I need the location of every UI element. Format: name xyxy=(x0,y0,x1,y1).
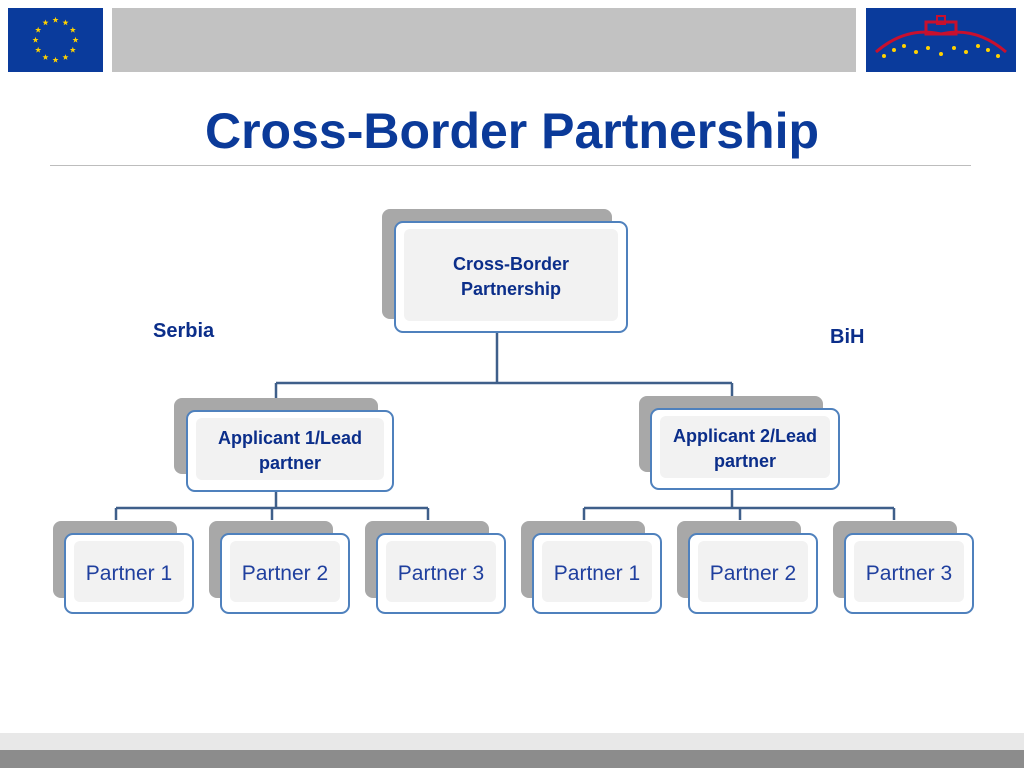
eu-star-icon xyxy=(52,56,59,63)
node-highlight xyxy=(542,541,652,602)
title-divider xyxy=(50,165,971,166)
node-highlight xyxy=(74,541,184,602)
program-logo-icon xyxy=(866,8,1016,72)
eu-star-icon xyxy=(35,46,42,53)
partner-node-1-left: Partner 1 xyxy=(64,533,194,614)
eu-star-icon xyxy=(32,36,39,43)
node-highlight xyxy=(196,418,384,480)
eu-star-icon xyxy=(69,26,76,33)
partner-node-3-left: Partner 3 xyxy=(376,533,506,614)
region-label-bih: BiH xyxy=(830,326,865,348)
partner-node-label: Partner 2 xyxy=(241,562,329,585)
partner-node-label: Partner 1 xyxy=(85,562,173,585)
eu-star-icon xyxy=(35,26,42,33)
eu-stars-circle xyxy=(32,16,79,63)
partner-node-2-right: Partner 2 xyxy=(688,533,818,614)
eu-star-icon xyxy=(62,19,69,26)
partner-node-3-right: Partner 3 xyxy=(844,533,974,614)
eu-star-icon xyxy=(42,54,49,60)
footer-band-light xyxy=(0,733,1024,750)
footer-band-dark xyxy=(0,750,1024,768)
node-highlight xyxy=(660,416,830,478)
page-title: Cross-Border Partnership xyxy=(204,103,820,159)
eu-star-icon xyxy=(69,46,76,53)
partner-node-1-right: Partner 1 xyxy=(532,533,662,614)
root-node-label: Cross-Border Partnership xyxy=(452,254,570,299)
applicant-node-1: Applicant 1/Lead partner xyxy=(186,410,394,492)
node-highlight xyxy=(854,541,964,602)
eu-star-icon xyxy=(52,16,59,23)
applicant-node-1-label: Applicant 1/Lead partner xyxy=(217,428,363,473)
eu-flag-icon xyxy=(8,8,103,72)
partner-node-label: Partner 2 xyxy=(709,562,797,585)
applicant-node-2-label: Applicant 2/Lead partner xyxy=(672,426,818,471)
header-bar xyxy=(112,8,856,72)
applicant-node-2: Applicant 2/Lead partner xyxy=(650,408,840,490)
node-highlight xyxy=(386,541,496,602)
node-highlight xyxy=(230,541,340,602)
node-highlight xyxy=(404,229,618,321)
partner-node-label: Partner 3 xyxy=(865,562,953,585)
partner-node-2-left: Partner 2 xyxy=(220,533,350,614)
eu-star-icon xyxy=(62,54,69,60)
eu-star-icon xyxy=(42,19,49,26)
root-node: Cross-Border Partnership xyxy=(394,221,628,333)
partner-node-label: Partner 3 xyxy=(397,562,485,585)
partner-node-label: Partner 1 xyxy=(553,562,641,585)
node-highlight xyxy=(698,541,808,602)
program-logo-graphic xyxy=(875,15,1007,58)
eu-star-icon xyxy=(72,36,79,43)
region-label-serbia: Serbia xyxy=(153,320,215,342)
